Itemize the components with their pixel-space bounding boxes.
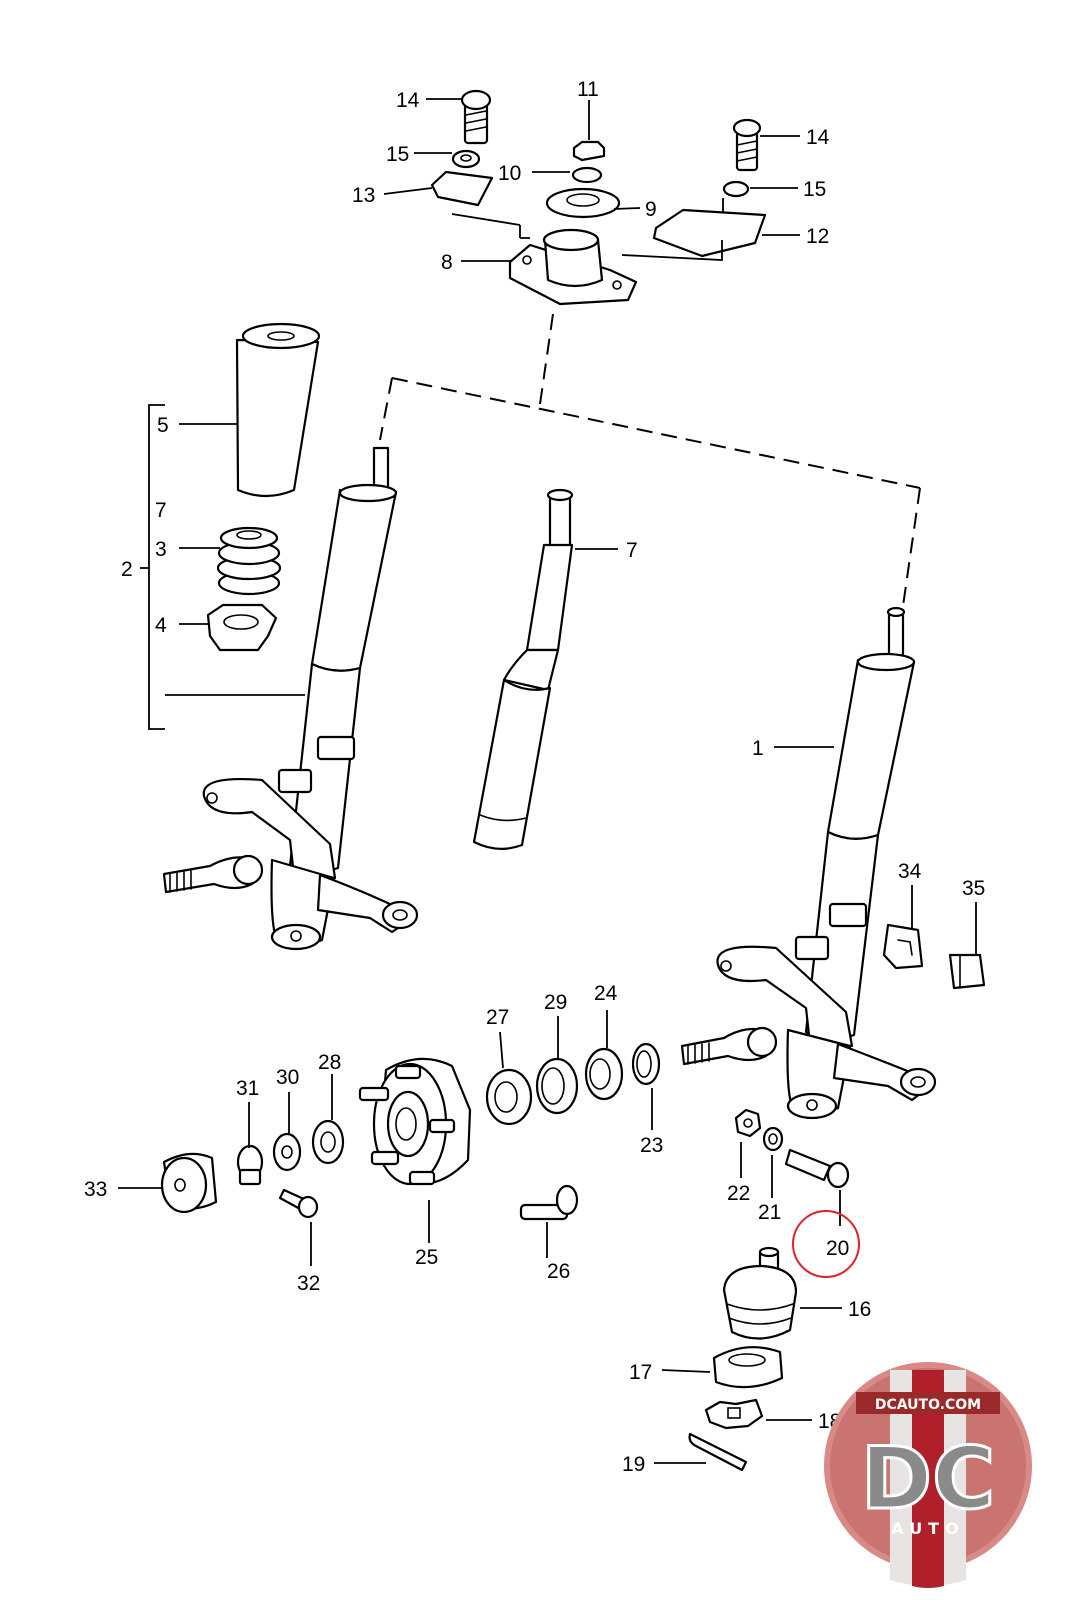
plate-part-12 — [652, 208, 767, 258]
callout-labels: 14 15 13 11 10 9 8 14 15 12 5 7 3 2 4 7 … — [84, 78, 985, 1476]
callout-35: 35 — [962, 877, 985, 900]
callout-15-left: 15 — [386, 143, 409, 166]
dust-cap-part-33 — [160, 1152, 218, 1214]
callout-23: 23 — [640, 1134, 663, 1157]
bearing-part-28 — [311, 1119, 345, 1165]
bearing-race-part-29 — [535, 1057, 579, 1115]
wheel-hub-part-25 — [358, 1057, 472, 1186]
leader-lines — [118, 98, 977, 1464]
screw-part-32 — [278, 1188, 319, 1219]
callout-10: 10 — [498, 162, 521, 185]
spring-seat-part-9 — [545, 187, 621, 219]
callout-9: 9 — [645, 198, 657, 221]
seal-ring-part-23 — [631, 1042, 661, 1086]
callout-17: 17 — [629, 1361, 652, 1384]
callout-7-kit: 7 — [155, 499, 167, 522]
callout-11: 11 — [577, 78, 599, 101]
callout-20: 20 — [826, 1237, 849, 1260]
bolt-part-14-right — [732, 118, 762, 172]
clip-part-35 — [948, 953, 986, 990]
washer-part-15-left — [451, 149, 481, 169]
washer-part-15-right — [722, 180, 750, 198]
callout-24: 24 — [594, 982, 618, 1005]
logo-top-text: DCAUTO.COM — [875, 1397, 981, 1413]
plate-part-13 — [430, 170, 494, 207]
callout-22: 22 — [727, 1182, 750, 1205]
callout-14-right: 14 — [806, 126, 830, 149]
ring-nut-part-17 — [712, 1346, 784, 1389]
callout-1: 1 — [752, 737, 764, 760]
lock-plate-part-18 — [704, 1398, 764, 1430]
clamp-bolt-part-20 — [784, 1148, 850, 1189]
callout-3: 3 — [155, 538, 167, 561]
callout-33: 33 — [84, 1178, 107, 1201]
clamp-nut-part-31 — [236, 1144, 264, 1186]
washer-part-10 — [571, 166, 603, 184]
cotter-pin-part-19 — [688, 1432, 748, 1472]
callout-19: 19 — [622, 1453, 645, 1476]
clip-part-34 — [882, 923, 924, 970]
bracket-part-2 — [140, 404, 165, 730]
callout-15-right: 15 — [803, 178, 826, 201]
dcauto-logo: DCAUTO.COM DC AUTO — [824, 1362, 1032, 1588]
callout-30: 30 — [276, 1066, 299, 1089]
callout-21: 21 — [758, 1201, 781, 1224]
logo-sub-text: AUTO — [891, 1519, 964, 1538]
callout-34: 34 — [898, 860, 922, 883]
bump-stop-part-3 — [216, 526, 282, 596]
callout-8: 8 — [441, 251, 453, 274]
logo-main-text: DC — [861, 1429, 996, 1529]
callout-2: 2 — [121, 558, 133, 581]
stop-ring-part-4 — [206, 603, 278, 652]
callout-29: 29 — [544, 991, 567, 1014]
callout-7-cartridge: 7 — [626, 539, 638, 562]
callout-31: 31 — [236, 1077, 259, 1100]
callout-5: 5 — [157, 414, 169, 437]
nut-part-22 — [734, 1108, 762, 1138]
callout-25: 25 — [415, 1246, 438, 1269]
seal-part-24 — [584, 1047, 624, 1101]
bearing-plate-part-8 — [508, 228, 638, 306]
bolt-part-26 — [519, 1184, 579, 1221]
callout-14-left: 14 — [396, 89, 420, 112]
washer-part-30 — [272, 1132, 302, 1172]
callout-16: 16 — [848, 1298, 871, 1321]
callout-28: 28 — [318, 1051, 341, 1074]
nut-part-11 — [572, 140, 606, 162]
callout-12: 12 — [806, 225, 829, 248]
callout-32: 32 — [297, 1272, 320, 1295]
assembly-dash-lines — [379, 313, 921, 607]
callout-27: 27 — [486, 1006, 509, 1029]
ball-joint-part-16 — [722, 1246, 798, 1340]
left-strut-assembly — [162, 446, 419, 951]
shock-cartridge-part-7 — [472, 488, 574, 850]
callout-26: 26 — [547, 1260, 570, 1283]
callout-13: 13 — [352, 184, 375, 207]
washer-part-21 — [762, 1126, 784, 1152]
right-strut-part-1 — [680, 606, 937, 1120]
bearing-part-27 — [485, 1068, 533, 1126]
boot-tube-part-5 — [235, 322, 321, 498]
highlight-circle-20 — [792, 1210, 860, 1278]
callout-4: 4 — [155, 614, 167, 637]
bolt-part-14-left — [460, 89, 492, 145]
